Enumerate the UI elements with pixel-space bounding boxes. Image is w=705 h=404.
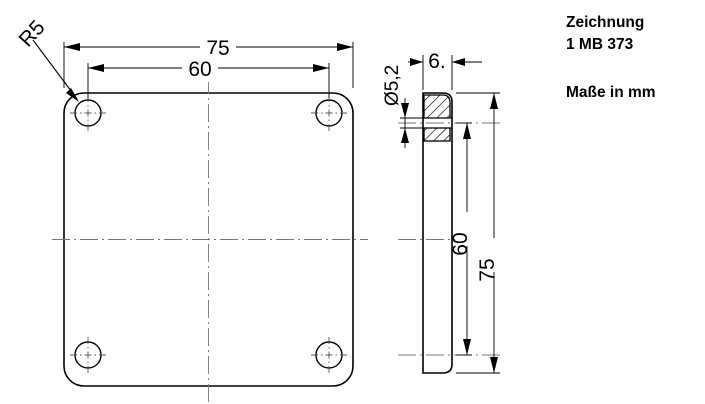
dim-thickness xyxy=(408,55,482,90)
section-hatch-upper xyxy=(423,94,451,119)
dim-vertical-75 xyxy=(456,92,500,374)
section-hatch-lower xyxy=(423,127,451,142)
notes-spacer xyxy=(566,56,701,82)
dim-hole-spacing-60-label: 60 xyxy=(188,58,211,81)
dim-v60-label-bg xyxy=(455,212,481,246)
dim-hole-diameter-label: Ø5,2 xyxy=(382,65,403,106)
dim-60-label-bg xyxy=(182,54,218,82)
units-note: Maße in mm xyxy=(566,84,656,101)
title-notes-block: Zeichnung 1 MB 373 Maße in mm xyxy=(566,12,701,104)
dim-thickness-label: 6. xyxy=(428,50,446,73)
radius-label: R5 xyxy=(15,16,50,51)
hole-bottom-right xyxy=(311,337,347,373)
dim-vertical-75-label: 75 xyxy=(476,258,499,281)
drawing-number: 1 MB 373 xyxy=(566,36,634,53)
hole-top-right xyxy=(311,95,347,131)
dim-vertical-60-label: 60 xyxy=(449,232,472,255)
front-view-group: R5 75 60 xyxy=(15,16,368,402)
side-view-group: Ø5,2 6. 60 xyxy=(382,50,508,374)
side-view-outline xyxy=(422,92,453,374)
drawing-label: Zeichnung xyxy=(566,14,645,31)
dim-v75-label-bg xyxy=(482,238,508,272)
hole-bottom-left xyxy=(70,337,106,373)
radius-leader xyxy=(32,39,79,102)
hole-top-left xyxy=(70,95,106,131)
dim-hole-diameter xyxy=(400,98,424,148)
